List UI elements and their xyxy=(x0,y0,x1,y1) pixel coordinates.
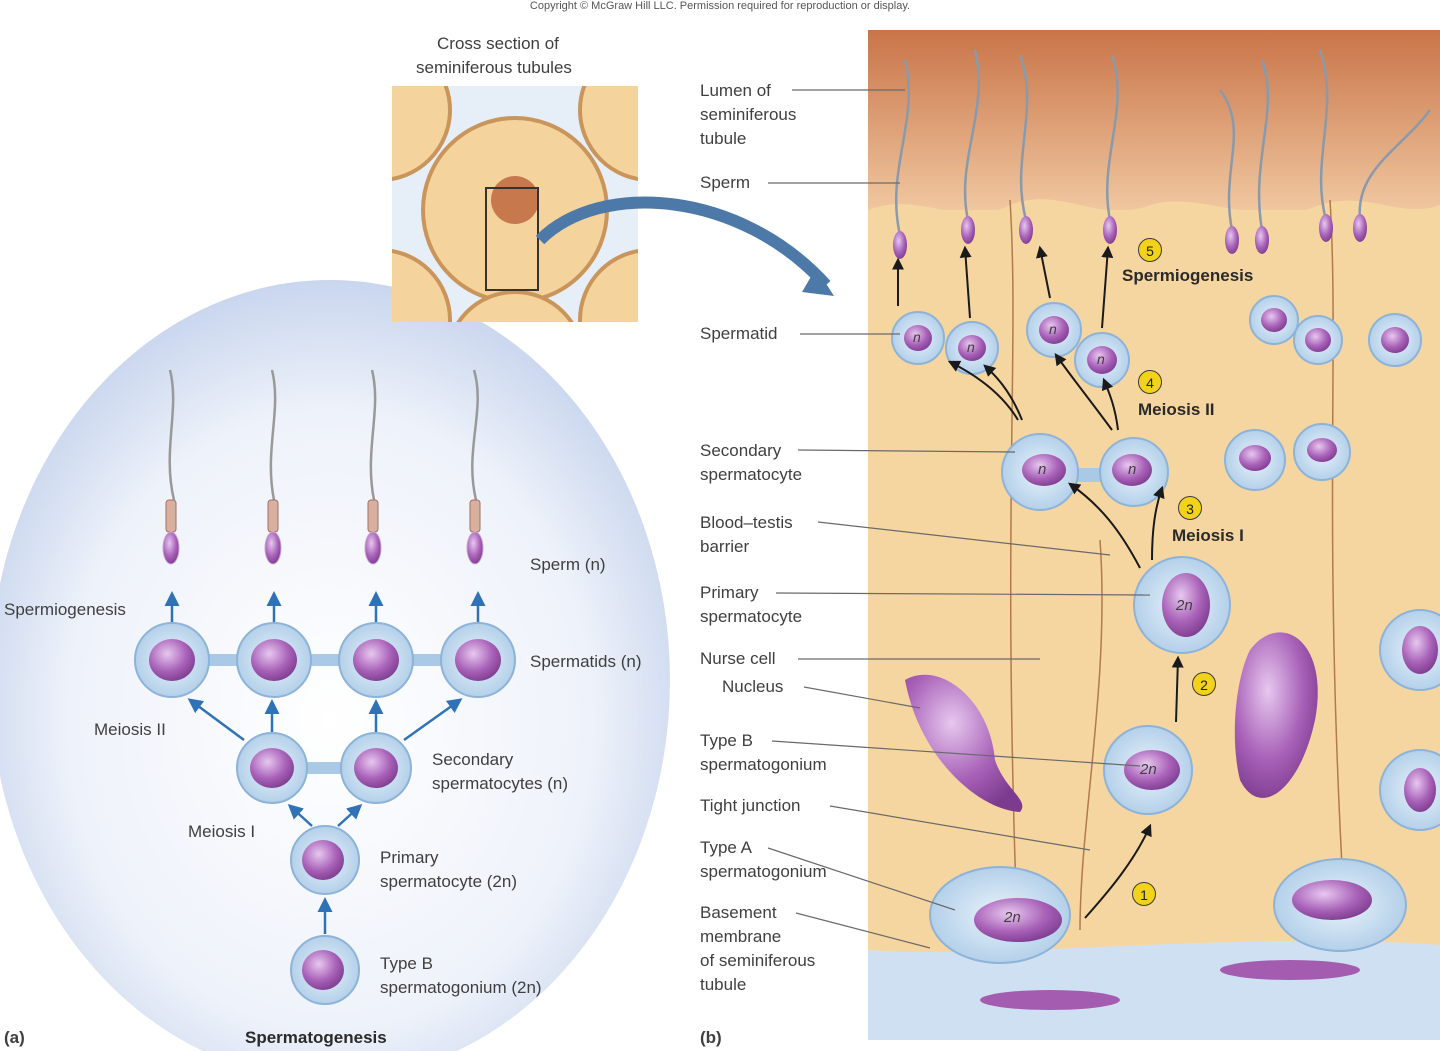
step-3-marker: 3 xyxy=(1178,496,1202,520)
panel-b-sperm xyxy=(895,49,1431,236)
label-b-tight: Tight junction xyxy=(700,796,801,815)
ploidy-spermatid-1: n xyxy=(913,329,921,345)
ploidy-primary: 2n xyxy=(1176,597,1193,614)
step-4-marker: 4 xyxy=(1138,370,1162,394)
ploidy-spermatid-2: n xyxy=(967,339,975,355)
label-b-primary: Primary spermatocyte xyxy=(700,583,803,626)
ploidy-secondary-2: n xyxy=(1128,461,1137,478)
step-5-marker: 5 xyxy=(1138,238,1162,262)
label-b-typea: Type A spermatogonium xyxy=(700,838,827,881)
step-1-marker: 1 xyxy=(1132,882,1156,906)
panel-a-arrows xyxy=(164,591,486,934)
panel-a-secondary-spermatocytes xyxy=(236,732,412,804)
step-5-label: Spermiogenesis xyxy=(1122,266,1254,285)
ploidy-secondary-1: n xyxy=(1038,461,1047,478)
panel-a-primary-spermatocyte xyxy=(290,825,360,895)
copyright-notice: Copyright © McGraw Hill LLC. Permission … xyxy=(529,0,911,12)
label-b-secondary: Secondary spermatocyte xyxy=(700,441,803,484)
label-b-basement: Basement membrane of seminiferous tubule xyxy=(700,903,816,994)
panel-b-arrows xyxy=(892,245,1184,919)
label-a-sperm: Sperm (n) xyxy=(530,555,606,574)
label-b-spermatid: Spermatid xyxy=(700,324,778,343)
label-a-primary: Primary spermatocyte (2n) xyxy=(380,848,517,891)
label-b-lumen: Lumen of seminiferous tubule xyxy=(700,81,797,148)
panel-a-tag: (a) xyxy=(4,1028,25,1047)
label-a-meiosis1: Meiosis I xyxy=(188,822,256,841)
label-b-typeb: Type B spermatogonium xyxy=(700,731,827,774)
panel-a-sperm xyxy=(162,369,484,565)
inset-title-line2: seminiferous tubules xyxy=(416,58,572,77)
label-b-nurse: Nurse cell xyxy=(700,649,776,668)
panel-b-tag: (b) xyxy=(700,1028,722,1047)
step-2-marker: 2 xyxy=(1192,672,1216,696)
label-a-meiosis2: Meiosis II xyxy=(94,720,166,739)
leader-lines xyxy=(767,89,1151,949)
panel-a-spermatids xyxy=(134,622,516,698)
panel-b-cells xyxy=(891,295,1440,964)
label-a-spermiogenesis: Spermiogenesis xyxy=(4,600,126,619)
label-a-secondary: Secondary spermatocytes (n) xyxy=(432,750,569,793)
step-3-label: Meiosis I xyxy=(1172,526,1244,545)
panel-a-caption: Spermatogenesis xyxy=(245,1028,387,1047)
ploidy-spermatid-4: n xyxy=(1097,351,1105,367)
label-a-typeb: Type B spermatogonium (2n) xyxy=(380,954,542,997)
inset-cross-section xyxy=(392,86,834,322)
ploidy-spermatid-3: n xyxy=(1049,321,1057,337)
label-b-sperm: Sperm xyxy=(700,173,751,192)
label-b-nucleus: Nucleus xyxy=(722,677,784,696)
inset-title-line1: Cross section of xyxy=(437,34,559,53)
panel-b-sperm-heads xyxy=(893,214,1367,259)
step-4-label: Meiosis II xyxy=(1138,400,1215,419)
label-b-blood-testis: Blood–testis barrier xyxy=(700,513,793,556)
ploidy-type-b: 2n xyxy=(1140,761,1157,778)
label-a-spermatids: Spermatids (n) xyxy=(530,652,642,671)
panel-a-type-b-spermatogonium xyxy=(290,935,360,1005)
ploidy-type-a: 2n xyxy=(1004,909,1021,926)
